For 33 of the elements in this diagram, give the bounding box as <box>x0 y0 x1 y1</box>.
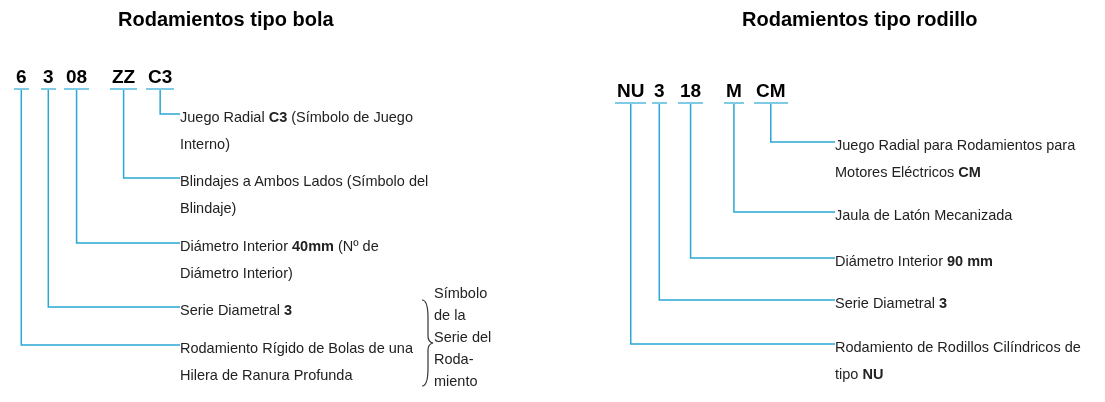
description-text: Juego Radial C3 (Símbolo de Juego Interno) <box>180 104 430 158</box>
leader-line <box>159 89 181 115</box>
leader-line <box>630 103 836 345</box>
code-segment: 3 <box>41 66 56 90</box>
code-segment: 08 <box>64 66 90 90</box>
leader-line <box>770 103 836 143</box>
leader-line <box>658 103 836 301</box>
code-segment: 6 <box>14 66 29 90</box>
section-heading: Rodamientos tipo rodillo <box>742 7 978 32</box>
code-segment: NU <box>615 80 647 104</box>
description-text: Jaula de Latón Mecanizada <box>835 202 1100 229</box>
code-segment: ZZ <box>110 66 138 90</box>
description-text: Diámetro Interior 90 mm <box>835 248 1100 275</box>
description-text: Blindajes a Ambos Lados (Símbolo del Blindaje) <box>180 168 430 222</box>
code-segment: 3 <box>652 80 667 104</box>
leader-line <box>689 103 836 259</box>
description-text: Juego Radial para Rodamientos para Motores Eléctricos CM <box>835 132 1100 186</box>
code-segment: M <box>724 80 744 104</box>
code-segment: 18 <box>678 80 704 104</box>
leader-line <box>47 89 181 308</box>
description-text: Rodamiento Rígido de Bolas de una Hilera de Ranura Profunda <box>180 335 420 389</box>
leader-line <box>122 89 181 179</box>
leader-line <box>733 103 836 213</box>
bracket-note: Símbolo de la Serie del Roda-miento <box>434 284 493 391</box>
section-heading: Rodamientos tipo bola <box>118 7 334 32</box>
leader-line <box>75 89 181 244</box>
code-segment: CM <box>754 80 788 104</box>
code-segment: C3 <box>146 66 175 90</box>
description-text: Diámetro Interior 40mm (Nº de Diámetro Interior) <box>180 233 430 287</box>
leader-line <box>20 89 181 346</box>
description-text: Rodamiento de Rodillos Cilíndricos de tipo NU <box>835 334 1100 388</box>
description-text: Serie Diametral 3 <box>835 290 1100 317</box>
description-text: Serie Diametral 3 <box>180 297 420 324</box>
